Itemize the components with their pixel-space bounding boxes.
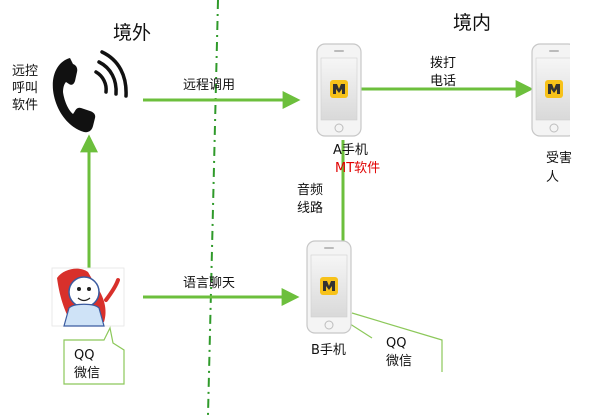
dial-phone-label: 拨打 电话 <box>430 56 457 89</box>
callout-leader-right <box>351 312 443 372</box>
region-title-outside: 境外 <box>113 22 152 44</box>
audio-line-label: 音频 线路 <box>297 183 324 216</box>
phone-victim <box>531 43 577 137</box>
telephone-handset-icon <box>52 50 128 133</box>
callout-box-left <box>63 326 125 385</box>
border-divider-line <box>207 0 219 415</box>
qq-wechat-right-label: QQ 微信 <box>386 336 413 369</box>
phone-a <box>316 43 362 137</box>
qq-wechat-left-label: QQ 微信 <box>74 348 101 381</box>
region-title-inside: 境内 <box>453 12 492 34</box>
cartoon-scammer-avatar <box>51 267 125 327</box>
phone-a-label: A手机 <box>333 143 368 158</box>
remote-software-label: 远控 呼叫 软件 <box>12 64 39 113</box>
phone-b <box>306 240 352 334</box>
remote-call-label: 远程调用 <box>183 78 236 93</box>
voice-chat-label: 语言聊天 <box>183 276 236 291</box>
phone-b-label: B手机 <box>311 343 346 358</box>
victim-label: 受害 人 <box>546 151 573 185</box>
mt-software-label: MT软件 <box>335 161 381 176</box>
